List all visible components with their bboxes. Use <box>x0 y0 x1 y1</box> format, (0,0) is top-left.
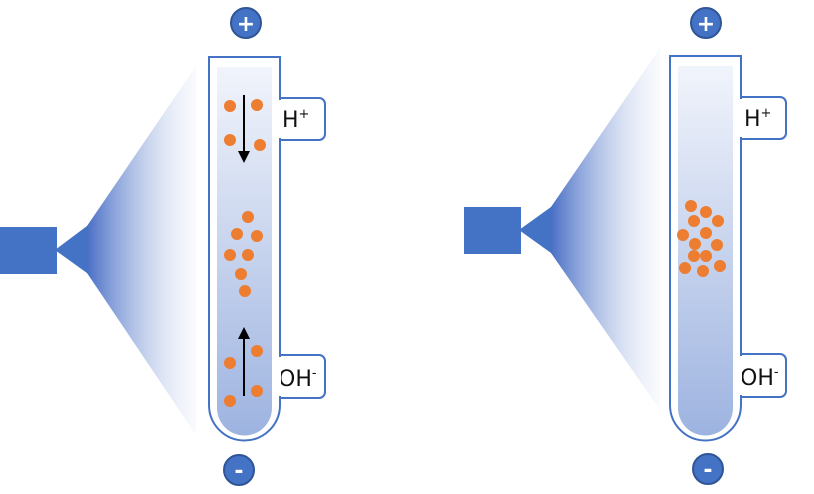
particles-right <box>677 200 726 277</box>
particle <box>251 385 263 397</box>
svg-text:-: - <box>234 459 243 484</box>
particle <box>700 227 712 239</box>
particle <box>224 249 236 261</box>
label-h-plus: H+ <box>282 107 309 133</box>
particle <box>688 250 700 262</box>
terminal-negative-left: - <box>223 454 255 486</box>
particle <box>235 268 247 280</box>
svg-text:+: + <box>697 12 715 37</box>
particle <box>677 229 689 241</box>
particle <box>224 134 236 146</box>
particle <box>224 395 236 407</box>
light-beam <box>551 48 660 410</box>
svg-text:+: + <box>237 12 255 37</box>
projector-body <box>464 207 521 254</box>
terminal-positive-left: + <box>230 7 262 39</box>
label-h-plus: H+ <box>744 106 771 132</box>
terminal-negative-right: - <box>692 453 724 485</box>
test-tube-left <box>208 56 281 442</box>
terminal-positive-right: + <box>690 7 722 39</box>
particle <box>242 249 254 261</box>
particle <box>251 345 263 357</box>
particle <box>224 357 236 369</box>
particles-left <box>224 99 266 407</box>
test-tube-right <box>669 55 742 442</box>
projector-left <box>0 66 196 435</box>
svg-text:-: - <box>703 458 712 483</box>
particle <box>700 250 712 262</box>
arrow-down <box>238 95 250 163</box>
particle <box>714 260 726 272</box>
particle <box>700 206 712 218</box>
label-oh-minus: OH- <box>740 365 779 391</box>
label-oh-minus: OH- <box>278 366 317 392</box>
particle <box>679 262 691 274</box>
projector-lens <box>55 226 87 273</box>
particle <box>251 230 263 242</box>
particle <box>224 100 236 112</box>
projector-body <box>0 227 57 274</box>
projector-right <box>464 48 660 410</box>
particle <box>697 265 709 277</box>
particle <box>685 200 697 212</box>
panel-right: H+ OH- + <box>464 7 787 485</box>
particle <box>251 99 263 111</box>
particle <box>688 215 700 227</box>
particle <box>239 285 251 297</box>
particle <box>712 215 724 227</box>
particle <box>254 139 266 151</box>
light-beam <box>87 66 196 435</box>
particle <box>231 228 243 240</box>
particle <box>711 239 723 251</box>
projector-lens <box>519 207 551 253</box>
panel-left: H+ OH- <box>0 7 326 486</box>
particle <box>689 238 701 250</box>
particle <box>242 211 254 223</box>
arrow-up <box>238 327 250 396</box>
